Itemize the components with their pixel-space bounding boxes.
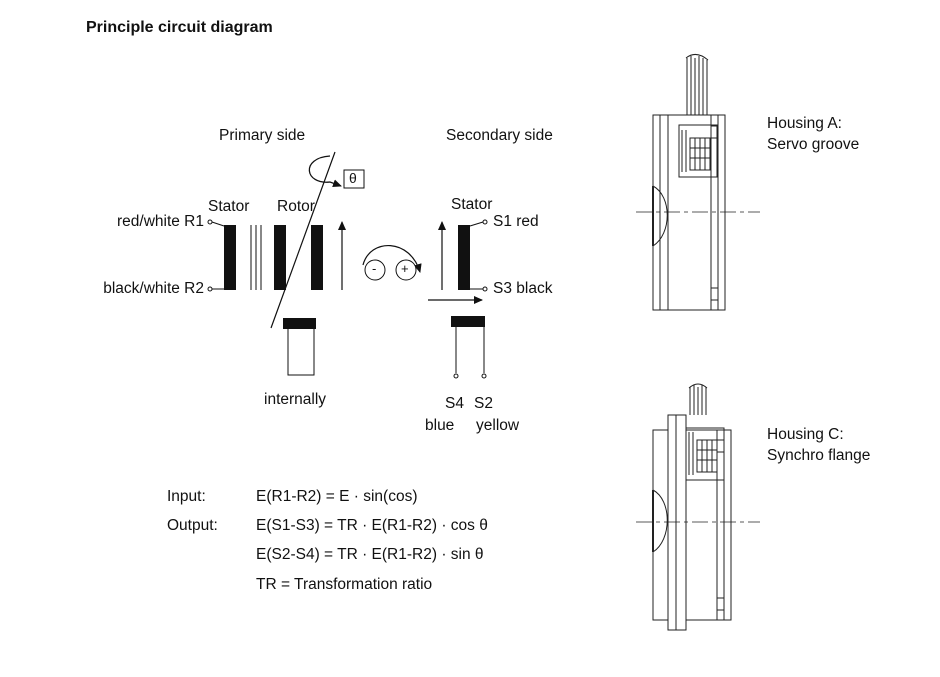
terminal-r1-wire — [207, 219, 225, 227]
minus-sign: - — [372, 261, 377, 276]
s2-color-label: yellow — [476, 417, 520, 434]
terminal-r2-wire — [207, 286, 224, 292]
s1-label: S1 red — [493, 213, 539, 230]
primary-stator-label: Stator — [208, 198, 250, 215]
housing-a-drawing — [636, 54, 760, 311]
terminal-s3-wire — [470, 286, 488, 292]
secondary-stator-coil-s1s3 — [458, 225, 470, 290]
s4-label: S4 — [445, 395, 464, 412]
rotor-shaft-line — [270, 151, 336, 329]
theta-box — [343, 169, 365, 189]
tr-definition: TR = Transformation ratio — [256, 576, 433, 593]
terminal-s1-wire — [469, 219, 488, 227]
internally-label: internally — [264, 391, 327, 408]
theta-label: θ — [349, 170, 357, 186]
theta-rotation-arc — [308, 155, 342, 188]
housing-c-title: Housing C: — [767, 426, 844, 443]
housing-a-title: Housing A: — [767, 115, 842, 132]
rotor-label: Rotor — [277, 198, 315, 215]
housing-c-drawing — [636, 383, 760, 631]
primary-stator — [224, 225, 262, 290]
plus-sign: + — [401, 261, 409, 276]
secondary-side-label: Secondary side — [446, 127, 553, 144]
input-label: Input: — [167, 488, 206, 505]
output-formula-2: E(S2-S4) = TR · E(R1-R2) · sin θ — [256, 546, 484, 563]
housing-a-subtitle: Servo groove — [767, 136, 860, 153]
r1-label: red/white R1 — [116, 213, 204, 230]
secondary-stator-coil-s2s4 — [451, 316, 487, 379]
rotation-direction-arrow — [362, 244, 422, 273]
r2-label: black/white R2 — [103, 280, 204, 297]
s3-label: S3 black — [493, 280, 553, 297]
housing-c-subtitle: Synchro flange — [767, 447, 871, 464]
s2-label: S2 — [474, 395, 493, 412]
output-label: Output: — [167, 517, 218, 534]
input-formula: E(R1-R2) = E · sin(cos) — [256, 488, 418, 505]
plus-circle — [395, 259, 417, 281]
output-formula-1: E(S1-S3) = TR · E(R1-R2) · cos θ — [256, 517, 488, 534]
minus-circle — [364, 259, 386, 281]
internal-connection — [283, 318, 316, 376]
primary-side-label: Primary side — [219, 127, 306, 144]
s4-color-label: blue — [425, 417, 455, 434]
page-title: Principle circuit diagram — [86, 19, 273, 36]
secondary-stator-label: Stator — [451, 196, 493, 213]
rotor-coil — [274, 225, 323, 290]
